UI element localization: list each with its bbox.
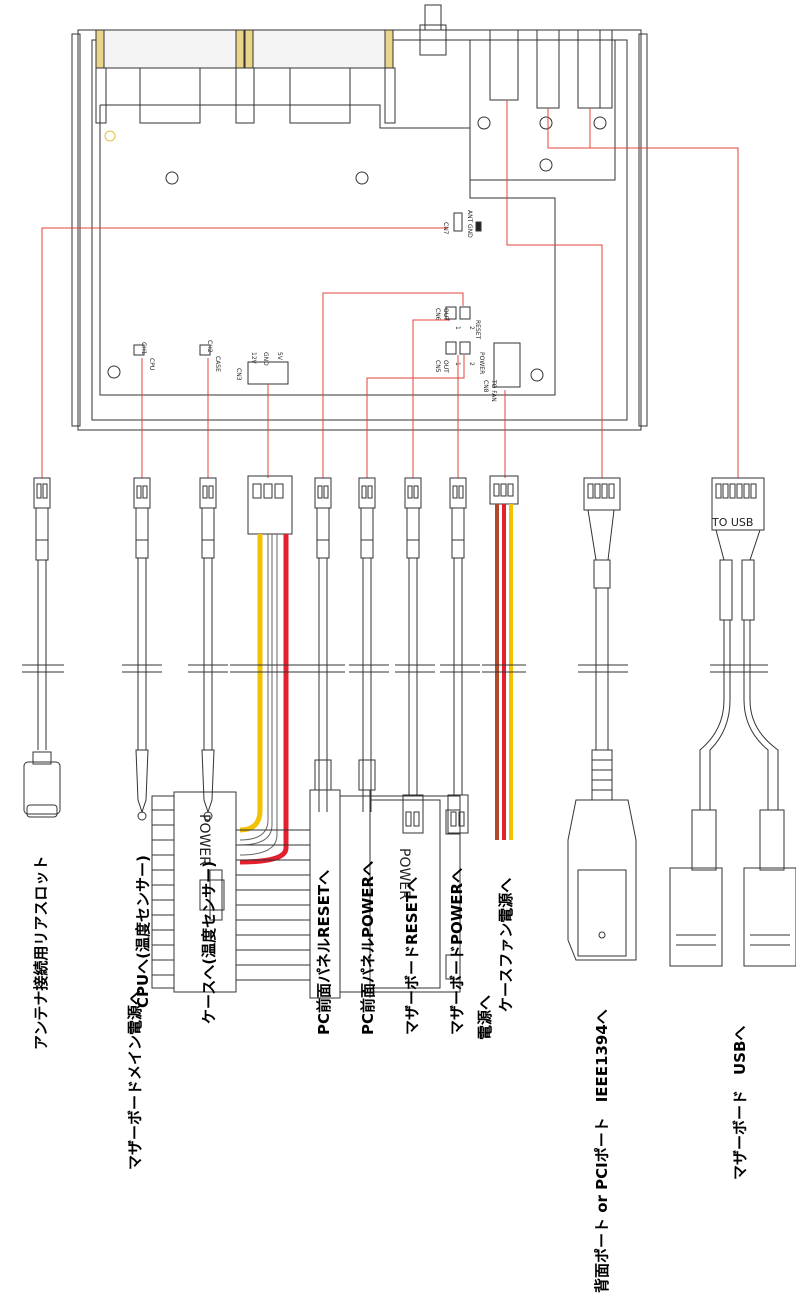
mb-power-plug-label: POWER: [196, 814, 212, 866]
leader-antenna: [41, 227, 448, 478]
label-panel-power: PC前面パネルPOWERへ: [359, 861, 377, 1035]
silk-tofan: TO FAN: [490, 379, 497, 402]
panel-power-cable: [349, 477, 389, 812]
silk-cn6: CN6: [434, 308, 441, 321]
case-sensor-probe: [201, 749, 215, 814]
top-connector-2: [252, 29, 386, 69]
silk-cpu: CPU: [148, 358, 155, 370]
usb-cable: [669, 477, 796, 967]
label-case: ケースへ(温度センサー): [200, 861, 218, 1024]
mount-hole: [530, 368, 544, 382]
usb-plug-right: [743, 867, 796, 967]
leader-usb: [547, 108, 739, 478]
panel-reset-cable: [305, 477, 345, 812]
silk-12v: 12V: [250, 352, 257, 365]
mount-hole: [107, 365, 121, 379]
marker-dot: [104, 130, 116, 142]
header-cn8: [493, 342, 521, 388]
silk-ch2: CH2: [206, 340, 213, 353]
leader-panel-reset: [322, 292, 464, 478]
leader-panel-power: [366, 355, 465, 478]
mount-hole: [593, 116, 607, 130]
header-cn5: [445, 341, 457, 355]
silk-ch1: CH1: [140, 342, 147, 355]
label-panel-reset: PC前面パネルRESETへ: [315, 870, 333, 1035]
device-board: [71, 4, 648, 431]
header-cn7: [453, 212, 463, 232]
chassis-inner: [91, 39, 628, 421]
ieee1394-plug: [567, 799, 637, 961]
mount-hole: [165, 171, 179, 185]
label-case-fan: ケースファン電源へ: [497, 878, 515, 1012]
usb-plug-left: [669, 867, 723, 967]
label-antenna: アンテナ接続用リアスロット: [32, 856, 50, 1050]
silk-cn5: CN5: [434, 360, 441, 373]
mb-power-switch-cable: [440, 477, 480, 834]
cables: [22, 475, 796, 967]
usb-port-2: [577, 29, 601, 109]
label-cpu: CPUへ(温度センサー): [134, 855, 152, 1008]
silk-gnd: GND: [262, 352, 269, 366]
leader-mb-reset: [412, 319, 450, 478]
case-sensor-cable: [188, 477, 228, 821]
silk-power: POWER: [478, 352, 485, 374]
silk-5v: 5V: [276, 352, 283, 361]
antenna-post: [424, 4, 442, 31]
cpu-sensor-cable: [122, 477, 162, 821]
firewire-port: [489, 29, 519, 101]
silk-gnd2: GND: [466, 224, 473, 238]
label-ieee1394: 背面ポート or PCIポート IEEE1394へ: [593, 1009, 611, 1293]
antenna-plug: [23, 761, 61, 815]
silk-pin2b: 2: [468, 362, 475, 366]
label-mb-reset: マザーボードRESETへ: [403, 877, 421, 1035]
silk-cn5-out: OUT: [442, 360, 449, 373]
silk-pin2: 2: [468, 326, 475, 330]
psu-plug-label: POWER: [396, 848, 412, 900]
silk-cn6-out: OUT: [442, 308, 449, 321]
label-mb-usb: マザーボード USBへ: [731, 1026, 749, 1180]
usb-port-1: [536, 29, 560, 109]
case-fan-cable: [482, 475, 526, 840]
chassis-flange-left: [71, 33, 81, 427]
pcb-outline: [99, 104, 556, 396]
mount-hole: [477, 116, 491, 130]
power-connectors: [151, 789, 461, 999]
silk-case: CASE: [214, 356, 221, 372]
mb-reset-cable: [395, 477, 435, 834]
chassis-outline: [77, 29, 642, 431]
cpu-sensor-probe: [135, 749, 149, 814]
silk-reset: RESET: [474, 320, 481, 340]
mb-power-cable: [230, 475, 310, 865]
silk-cn3: CN3: [235, 368, 242, 381]
leader-ieee1394: [506, 100, 603, 478]
mount-hole: [539, 158, 553, 172]
mount-hole: [355, 171, 369, 185]
board-silkscreen: CH1 CPU CH2 CASE CN3 12V GND 5V CN7 GND …: [140, 210, 497, 402]
top-connector-1: [103, 29, 237, 69]
destination-labels: アンテナ接続用リアスロット CPUへ(温度センサー) ケースへ(温度センサー) …: [32, 855, 749, 1293]
antenna-cable: [22, 477, 64, 818]
port-module: [469, 40, 616, 181]
ieee1394-cable: [567, 477, 637, 961]
header-cn2: [199, 344, 211, 356]
silk-ant: ANT: [466, 210, 473, 223]
label-psu: 電源へ: [476, 995, 494, 1040]
silk-cn8: CN8: [482, 380, 489, 393]
label-mb-power: マザーボードPOWERへ: [448, 868, 466, 1035]
leader-lines: [41, 100, 739, 478]
header-cn6: [445, 306, 457, 320]
usb-header-label: TO USB: [711, 516, 753, 529]
silk-pin1: 1: [454, 326, 461, 330]
chassis-flange-right: [638, 33, 648, 427]
label-mb-main-power: マザーボードメイン電源へ: [126, 990, 144, 1170]
mount-hole: [539, 116, 553, 130]
header-cn1: [133, 344, 145, 356]
